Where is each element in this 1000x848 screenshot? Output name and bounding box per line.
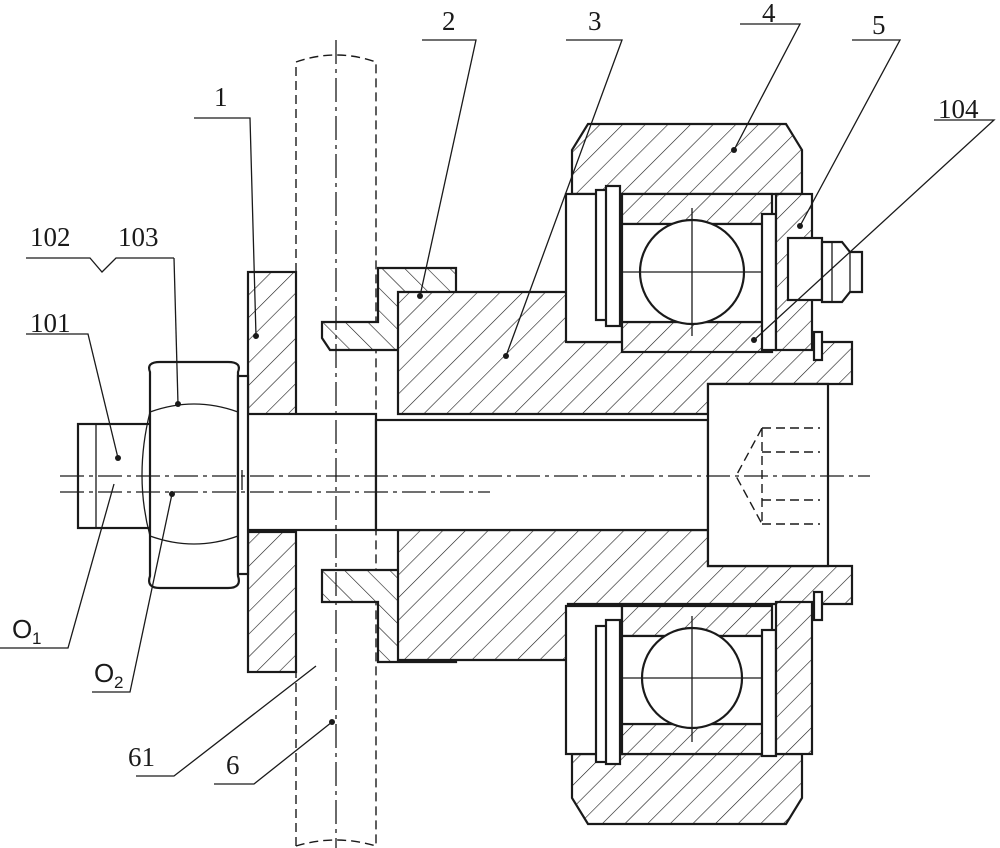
label-part-102: 102 — [30, 222, 71, 252]
label-part-101: 101 — [30, 308, 71, 338]
label-part-1: 1 — [214, 82, 228, 112]
label-part-104: 104 — [938, 94, 979, 124]
label-part-6: 6 — [226, 750, 240, 780]
label-o1-sub: 1 — [32, 629, 41, 648]
label-o2-sub: 2 — [114, 673, 123, 692]
label-axis-o2: O 2 — [94, 658, 123, 692]
label-o1-main: O — [12, 614, 32, 644]
label-part-3: 3 — [588, 6, 602, 36]
lower-bearing — [566, 606, 800, 764]
label-part-4: 4 — [762, 0, 776, 28]
label-o2-main: O — [94, 658, 114, 688]
label-part-2: 2 — [442, 6, 456, 36]
label-part-103: 103 — [118, 222, 159, 252]
label-part-5: 5 — [872, 10, 886, 40]
label-axis-o1: O 1 — [12, 614, 41, 648]
label-part-61: 61 — [128, 742, 155, 772]
upper-bearing — [566, 186, 800, 352]
